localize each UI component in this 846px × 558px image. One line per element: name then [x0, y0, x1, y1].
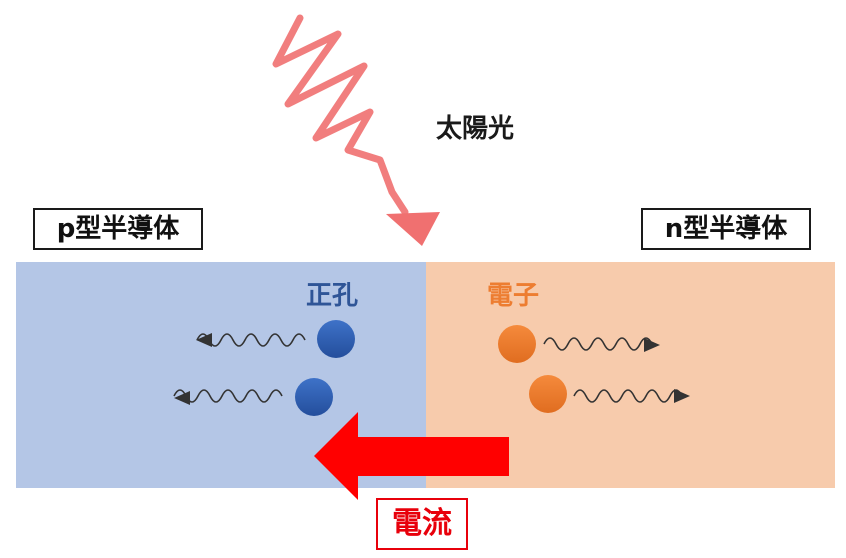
hole-particle-icon: [317, 320, 355, 358]
current-label: 電流: [376, 498, 468, 550]
sunlight-label: 太陽光: [436, 114, 515, 144]
sunlight-arrow-icon: [272, 14, 440, 246]
n-type-label: n型半導体: [641, 208, 811, 250]
electron-label: 電子: [487, 281, 540, 311]
electron-arrowhead-icon: [644, 338, 660, 352]
electron-particle-icon: [529, 375, 567, 413]
hole-arrowhead-icon: [174, 391, 190, 405]
electron-particle-icon: [498, 325, 536, 363]
p-type-label: p型半導体: [33, 208, 203, 250]
hole-label: 正孔: [306, 281, 359, 311]
current-arrow-icon: [314, 412, 509, 500]
electron-arrowhead-icon: [674, 389, 690, 403]
electron-motion-icon: [543, 337, 683, 403]
hole-arrowhead-icon: [196, 333, 212, 347]
hole-particle-icon: [295, 378, 333, 416]
hole-motion-icon: [173, 333, 306, 403]
